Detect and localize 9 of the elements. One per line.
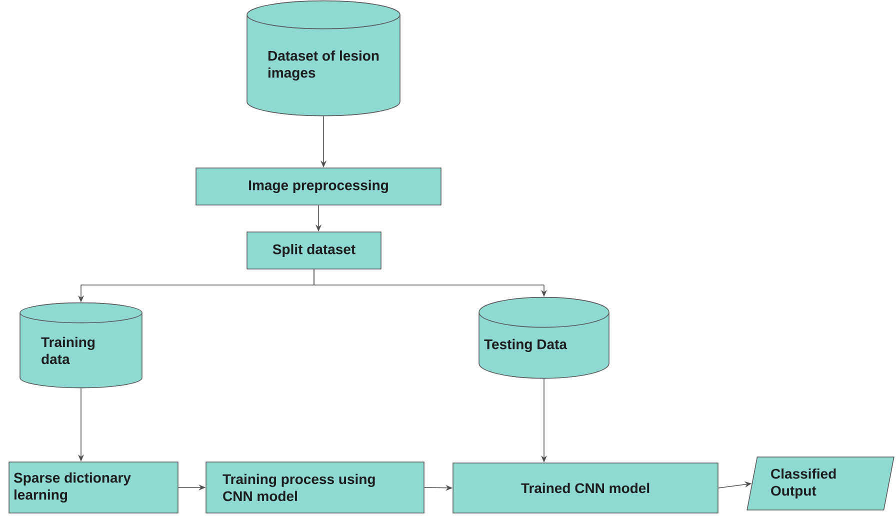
process-box: Split dataset [246, 232, 382, 270]
database-cylinder: Dataset of lesion images [246, 0, 400, 116]
process-box: Training process using CNN model [206, 462, 424, 514]
process-box: Image preprocessing [196, 168, 442, 206]
output-parallelogram: Classified Output [746, 456, 894, 510]
database-cylinder: Training data [20, 302, 142, 388]
process-box: Sparse dictionary learning [8, 462, 178, 514]
database-cylinder: Testing Data [478, 296, 610, 379]
process-box: Trained CNN model [452, 462, 718, 514]
